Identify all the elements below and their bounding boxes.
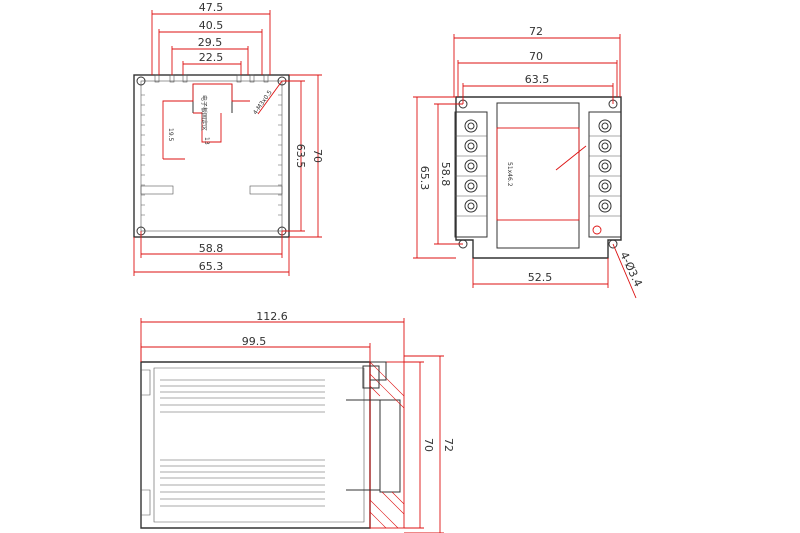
side-view-outline — [140, 361, 371, 529]
dim-72: 72 — [442, 438, 455, 452]
dim-40-5: 40.5 — [199, 19, 224, 32]
board-zone-outline — [162, 83, 250, 159]
dim-hole: 4-Ø3.4 — [617, 250, 644, 289]
hole-icon — [136, 76, 146, 86]
side-dimension-lines — [140, 318, 444, 533]
dim-65-3: 65.3 — [199, 260, 224, 273]
front-dimension-lines — [413, 34, 637, 299]
dim-70: 70 — [311, 149, 324, 163]
terminal-block-left — [454, 111, 488, 238]
dim-13: 13 — [203, 137, 210, 145]
dim-63-5: 63.5 — [525, 73, 550, 86]
dim-22-5: 22.5 — [199, 51, 224, 64]
top-view-inner-outline — [140, 80, 283, 232]
terminal-block-right — [588, 111, 622, 238]
dim-65-3: 65.3 — [418, 166, 431, 191]
terminal-screws — [464, 119, 612, 213]
dim-99-5: 99.5 — [242, 335, 267, 348]
dim-63-5: 63.5 — [294, 144, 307, 169]
center-zone-label: 51x46.2 — [506, 162, 513, 187]
dim-58-8: 58.8 — [439, 162, 452, 187]
hole-icon — [592, 225, 602, 235]
dim-70: 70 — [422, 438, 435, 452]
dim-19-5: 19.5 — [167, 128, 174, 142]
top-view: 电子板固定区 19.5 13 4-M3x0.5 47.5 40.5 29.5 2… — [133, 1, 324, 276]
top-view-outline — [133, 74, 290, 238]
dim-52-5: 52.5 — [528, 271, 553, 284]
side-view: 112.6 99.5 70 72 — [140, 310, 455, 533]
dim-72: 72 — [529, 25, 543, 38]
hole-icon — [608, 239, 618, 249]
dim-29-5: 29.5 — [198, 36, 223, 49]
dim-70: 70 — [529, 50, 543, 63]
top-dimension-lines — [133, 10, 322, 276]
dim-47-5: 47.5 — [199, 1, 224, 14]
cooling-fins — [160, 379, 325, 507]
front-view: 51x46.2 72 70 63.5 65.3 58.8 52.5 4-Ø3.4 — [413, 25, 645, 299]
dim-58-8: 58.8 — [199, 242, 224, 255]
center-zone — [496, 127, 580, 221]
end-cap — [346, 361, 405, 529]
dim-112-6: 112.6 — [256, 310, 288, 323]
thread-callout: 4-M3x0.5 — [252, 89, 274, 116]
board-zone-label: 电子板固定区 — [200, 95, 208, 131]
